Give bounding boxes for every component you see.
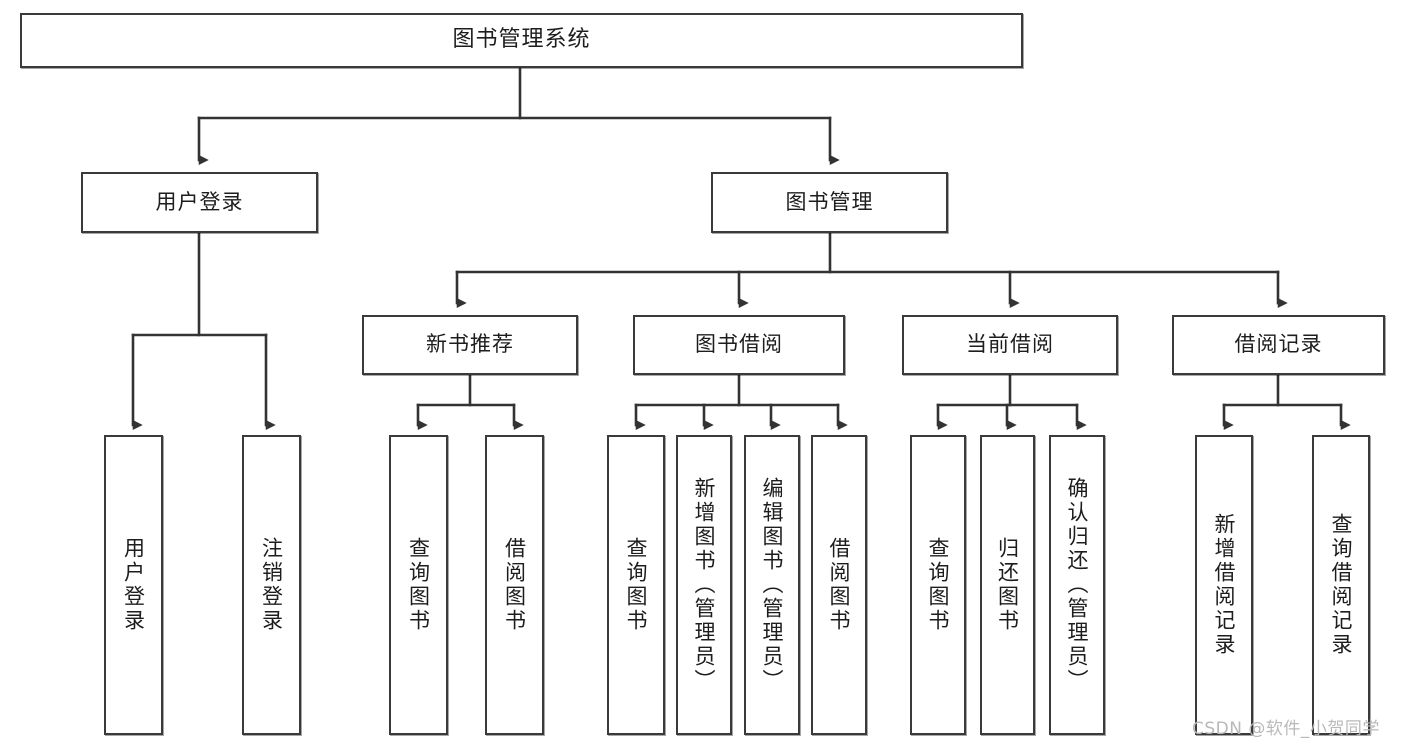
node-leaf-add-record-label: 新增借阅记录	[1212, 513, 1237, 657]
node-leaf-add-book[interactable]: 新增图书（管理员）	[676, 435, 732, 735]
node-book-manage[interactable]: 图书管理	[711, 172, 948, 233]
node-leaf-query-book-2-label: 查询图书	[624, 537, 649, 633]
node-leaf-edit-book-label: 编辑图书（管理员）	[760, 477, 785, 693]
node-leaf-borrow-book-2-label: 借阅图书	[827, 537, 852, 633]
node-leaf-query-record-label: 查询借阅记录	[1329, 513, 1354, 657]
node-user-login-label: 用户登录	[155, 189, 244, 214]
node-borrow-record-label: 借阅记录	[1234, 332, 1323, 357]
node-leaf-add-record[interactable]: 新增借阅记录	[1195, 435, 1253, 735]
node-leaf-user-login-label: 用户登录	[121, 537, 146, 633]
node-leaf-logout-login[interactable]: 注销登录	[242, 435, 301, 735]
node-leaf-query-book-2[interactable]: 查询图书	[607, 435, 665, 735]
connector-group-book-borrow	[634, 373, 848, 431]
node-leaf-user-login[interactable]: 用户登录	[104, 435, 163, 735]
node-borrow-record[interactable]: 借阅记录	[1172, 315, 1385, 375]
node-user-login[interactable]: 用户登录	[81, 172, 318, 233]
connector-group-current-borrow	[936, 373, 1087, 431]
node-new-book-recommend[interactable]: 新书推荐	[362, 315, 578, 375]
node-leaf-borrow-book-1-label: 借阅图书	[502, 537, 527, 633]
node-leaf-add-book-label: 新增图书（管理员）	[692, 477, 717, 693]
connector-group-user-login	[131, 231, 276, 431]
node-leaf-edit-book[interactable]: 编辑图书（管理员）	[744, 435, 800, 735]
node-leaf-return-book-label: 归还图书	[995, 537, 1020, 633]
connector-group-new-book-recommend	[416, 373, 524, 431]
node-leaf-return-book[interactable]: 归还图书	[980, 435, 1035, 735]
node-book-borrow-label: 图书借阅	[695, 332, 783, 357]
node-leaf-query-book-3[interactable]: 查询图书	[910, 435, 966, 735]
node-new-book-recommend-label: 新书推荐	[426, 332, 514, 357]
node-book-borrow[interactable]: 图书借阅	[633, 315, 845, 375]
node-current-borrow-label: 当前借阅	[966, 332, 1054, 357]
node-current-borrow[interactable]: 当前借阅	[902, 315, 1118, 375]
node-leaf-confirm-return[interactable]: 确认归还（管理员）	[1049, 435, 1105, 735]
node-leaf-logout-login-label: 注销登录	[259, 537, 284, 633]
node-leaf-borrow-book-2[interactable]: 借阅图书	[811, 435, 867, 735]
node-leaf-query-book-1[interactable]: 查询图书	[389, 435, 448, 735]
node-leaf-confirm-return-label: 确认归还（管理员）	[1065, 477, 1090, 693]
node-root-label: 图书管理系统	[452, 27, 591, 53]
node-leaf-query-book-1-label: 查询图书	[406, 537, 431, 633]
connector-group-book-manage	[455, 231, 1288, 309]
node-leaf-query-record[interactable]: 查询借阅记录	[1312, 435, 1370, 735]
node-book-manage-label: 图书管理	[785, 189, 874, 214]
node-root[interactable]: 图书管理系统	[20, 13, 1023, 68]
connector-group-borrow-record	[1222, 373, 1351, 431]
watermark: CSDN @软件_小贺同学	[1192, 719, 1380, 739]
connector-group-root	[197, 66, 840, 166]
node-leaf-query-book-3-label: 查询图书	[926, 537, 951, 633]
node-leaf-borrow-book-1[interactable]: 借阅图书	[485, 435, 544, 735]
